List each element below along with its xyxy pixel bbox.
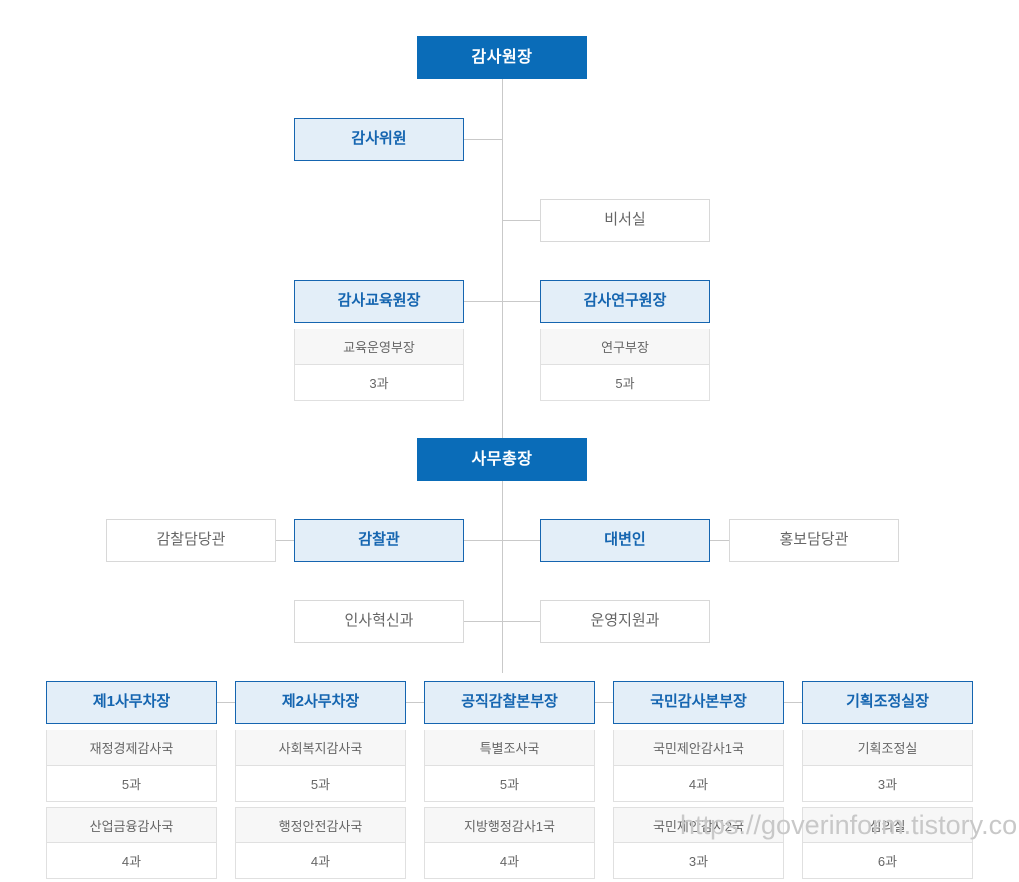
connector-spokesperson-pr xyxy=(710,540,729,541)
unit-name[interactable]: 지방행정감사1국 xyxy=(424,807,595,843)
connector-hr-operations xyxy=(464,621,541,622)
unit-count: 4과 xyxy=(235,843,406,879)
unit-count: 5과 xyxy=(424,766,595,802)
unit-count: 3과 xyxy=(294,365,464,401)
column-unit-stack-4: 국민제안감사1국 4과 국민제안감사2국 3과 xyxy=(613,730,784,879)
connector-education-research xyxy=(464,301,541,302)
node-secretariat-office[interactable]: 비서실 xyxy=(540,199,710,242)
column-unit-stack-3: 특별조사국 5과 지방행정감사1국 4과 xyxy=(424,730,595,879)
unit-count: 3과 xyxy=(802,766,973,802)
unit-name[interactable]: 교육운영부장 xyxy=(294,329,464,365)
unit-name[interactable]: 연구부장 xyxy=(540,329,710,365)
node-research-head[interactable]: 감사연구원장 xyxy=(540,280,710,323)
connector-bottom-spine-4 xyxy=(783,702,802,703)
node-citizen-audit-head[interactable]: 국민감사본부장 xyxy=(613,681,784,724)
unit-name[interactable]: 산업금융감사국 xyxy=(46,807,217,843)
unit-count: 5과 xyxy=(46,766,217,802)
connector-inspection-trunk xyxy=(464,540,503,541)
unit-count: 5과 xyxy=(235,766,406,802)
node-pr-officer[interactable]: 홍보담당관 xyxy=(729,519,899,562)
connector-bottom-spine-3 xyxy=(594,702,613,703)
node-chairman[interactable]: 감사원장 xyxy=(417,36,587,79)
unit-count: 3과 xyxy=(613,843,784,879)
node-planning-coordination-head[interactable]: 기획조정실장 xyxy=(802,681,973,724)
node-deputy-1[interactable]: 제1사무차장 xyxy=(46,681,217,724)
connector-bottom-spine-2 xyxy=(406,702,425,703)
node-deputy-2[interactable]: 제2사무차장 xyxy=(235,681,406,724)
connector-bottom-spine-1 xyxy=(217,702,236,703)
unit-name[interactable]: 재정경제감사국 xyxy=(46,730,217,766)
column-unit-stack-1: 재정경제감사국 5과 산업금융감사국 4과 xyxy=(46,730,217,879)
column-unit-stack-5: 기획조정실 3과 심의실 6과 xyxy=(802,730,973,879)
unit-name[interactable]: 국민제안감사1국 xyxy=(613,730,784,766)
connector-trunk-spokesperson xyxy=(502,540,541,541)
research-unit-stack: 연구부장 5과 xyxy=(540,329,710,401)
node-secretary-general[interactable]: 사무총장 xyxy=(417,438,587,481)
unit-name[interactable]: 기획조정실 xyxy=(802,730,973,766)
unit-name[interactable]: 특별조사국 xyxy=(424,730,595,766)
unit-count: 4과 xyxy=(613,766,784,802)
unit-count: 4과 xyxy=(46,843,217,879)
node-inspection-director[interactable]: 감찰관 xyxy=(294,519,464,562)
connector-inspection-left xyxy=(275,540,294,541)
node-audit-commissioner[interactable]: 감사위원 xyxy=(294,118,464,161)
node-public-inspection-head[interactable]: 공직감찰본부장 xyxy=(424,681,595,724)
column-unit-stack-2: 사회복지감사국 5과 행정안전감사국 4과 xyxy=(235,730,406,879)
unit-count: 6과 xyxy=(802,843,973,879)
unit-name[interactable]: 심의실 xyxy=(802,807,973,843)
node-operations-support[interactable]: 운영지원과 xyxy=(540,600,710,643)
education-unit-stack: 교육운영부장 3과 xyxy=(294,329,464,401)
node-inspection-officer-left[interactable]: 감찰담당관 xyxy=(106,519,276,562)
connector-audit-commissioner xyxy=(464,139,503,140)
unit-name[interactable]: 국민제안감사2국 xyxy=(613,807,784,843)
unit-count: 5과 xyxy=(540,365,710,401)
node-education-head[interactable]: 감사교육원장 xyxy=(294,280,464,323)
unit-name[interactable]: 사회복지감사국 xyxy=(235,730,406,766)
node-spokesperson[interactable]: 대변인 xyxy=(540,519,710,562)
connector-secretariat-office xyxy=(502,220,541,221)
unit-name[interactable]: 행정안전감사국 xyxy=(235,807,406,843)
unit-count: 4과 xyxy=(424,843,595,879)
node-hr-innovation[interactable]: 인사혁신과 xyxy=(294,600,464,643)
connector-trunk-main xyxy=(502,79,503,673)
